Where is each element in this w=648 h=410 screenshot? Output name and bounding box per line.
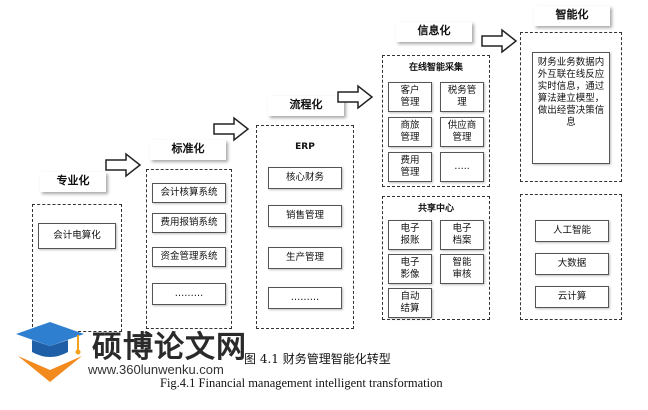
arrow-icon xyxy=(105,152,142,178)
item-fund-system: 资金管理系统 xyxy=(152,247,226,267)
item-travel-management: 商旅 管理 xyxy=(388,117,432,147)
item-artificial-intelligence: 人工智能 xyxy=(535,220,609,242)
figure-caption-cn: 图 4.1 财务管理智能化转型 xyxy=(244,352,391,366)
item-tax-management: 税务管 理 xyxy=(440,82,484,112)
item-big-data: 大数据 xyxy=(535,253,609,275)
arrow-icon xyxy=(213,116,250,142)
item-expense-management: 费用 管理 xyxy=(388,152,432,182)
item-expense-system: 费用报销系统 xyxy=(152,213,226,233)
stage-title-professional: 专业化 xyxy=(40,172,106,192)
item-production-management: 生产管理 xyxy=(268,247,342,269)
arrow-icon xyxy=(337,84,374,110)
item-supplier-management: 供应商 管理 xyxy=(440,117,484,147)
item-collect-more: ….. xyxy=(440,152,484,182)
arrow-icon xyxy=(481,28,518,54)
stage-title-standard: 标准化 xyxy=(150,140,226,160)
watermark-site-name: 硕博论文网 xyxy=(92,330,247,365)
item-e-reimbursement: 电子 报账 xyxy=(388,220,432,250)
smart-description: 财务业务数据内外互联在线反应实时信息，通过算法建立模型，做出经营决策信息 xyxy=(532,52,610,164)
item-e-image: 电子 影像 xyxy=(388,254,432,284)
item-e-archive: 电子 档案 xyxy=(440,220,484,250)
watermark-url: www.360lunwenku.com xyxy=(88,362,224,377)
item-auto-settlement: 自动 结算 xyxy=(388,288,432,318)
shared-center-title: 共享中心 xyxy=(417,204,454,214)
item-sales-management: 销售管理 xyxy=(268,205,342,227)
online-collection-title: 在线智能采集 xyxy=(408,63,463,73)
item-standard-more: ……… xyxy=(152,283,226,305)
item-process-more: ……… xyxy=(268,287,342,309)
item-accounting-system: 会计核算系统 xyxy=(152,183,226,203)
item-customer-management: 客户 管理 xyxy=(388,82,432,112)
stage-title-process: 流程化 xyxy=(268,96,344,116)
erp-title: ERP xyxy=(295,142,315,152)
item-smart-audit: 智能 审核 xyxy=(440,254,484,284)
stage-title-info: 信息化 xyxy=(396,22,472,42)
item-core-finance: 核心财务 xyxy=(268,167,342,189)
item-accounting-computerization: 会计电算化 xyxy=(38,223,116,249)
figure-caption-en: Fig.4.1 Financial management intelligent… xyxy=(160,376,443,390)
stage-title-smart: 智能化 xyxy=(534,6,610,26)
graduation-cap-logo-icon xyxy=(16,322,84,382)
item-cloud-computing: 云计算 xyxy=(535,286,609,308)
